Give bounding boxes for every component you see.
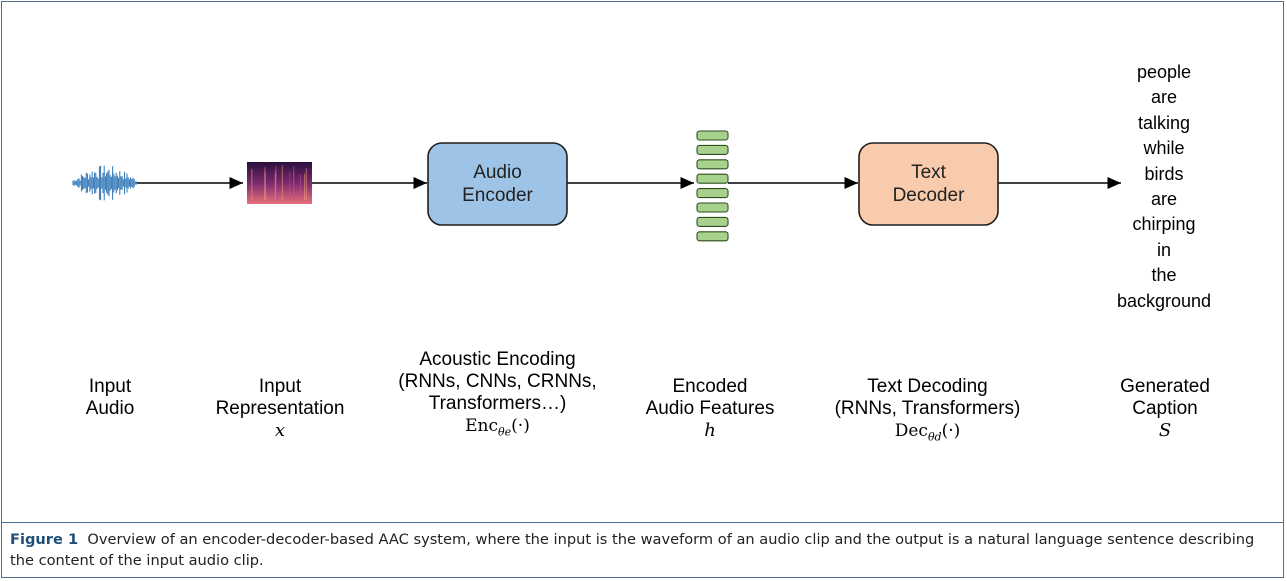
acoustic-encoding-label: Acoustic Encoding (RNNs, CNNs, CRNNs, Tr… [395,349,600,443]
encoded-features-stack [696,130,729,242]
caption-divider [2,522,1283,523]
generated-caption-label: Generated Caption S [1108,376,1222,442]
caption-sentence: people are talking while birds are chirping in t… [1104,60,1224,314]
feature-bar [696,216,729,227]
caption-word: people [1136,62,1192,82]
caption-word: in [1156,239,1171,260]
feature-bar [696,173,729,184]
audio-encoder-box [427,142,568,226]
figure-caption-text: Overview of an encoder-decoder-based AAC… [10,531,1255,569]
caption-word: are [1150,87,1177,108]
feature-bar [696,130,729,141]
feature-bar [696,202,729,213]
symbol-x: x [274,420,286,441]
spectrogram-icon [247,162,312,204]
text-decoder-label: Text Decoder [892,162,965,206]
text-decoder-box [858,142,999,226]
encoded-features-label: Encoded Audio Features h [630,376,790,442]
caption-word: while [1143,138,1185,159]
caption-word: talking [1137,112,1191,133]
caption-word: birds [1144,163,1184,184]
caption-word: the [1151,265,1177,286]
feature-bar [696,159,729,170]
symbol-enc: Encθe(·) [465,416,530,439]
symbol-h: h [704,420,716,441]
feature-bar [696,188,729,199]
text-decoding-label: Text Decoding (RNNs, Transformers) Decθd… [815,376,1040,448]
caption-word: background [1116,290,1212,311]
caption-word: chirping [1132,214,1196,235]
symbol-dec: Decθd(·) [894,421,961,444]
caption-word: are [1150,189,1177,210]
symbol-s: S [1158,420,1172,441]
waveform-icon [72,165,138,201]
figure-caption: Figure 1 Overview of an encoder-decoder-… [10,529,1275,571]
input-representation-label: Input Representation x [205,376,355,442]
input-audio-label: Input Audio [85,376,135,419]
audio-encoder-label: Audio Encoder [462,162,533,206]
figure-caption-label: Figure 1 [10,531,79,548]
feature-bar [696,231,729,242]
feature-bar [696,144,729,155]
